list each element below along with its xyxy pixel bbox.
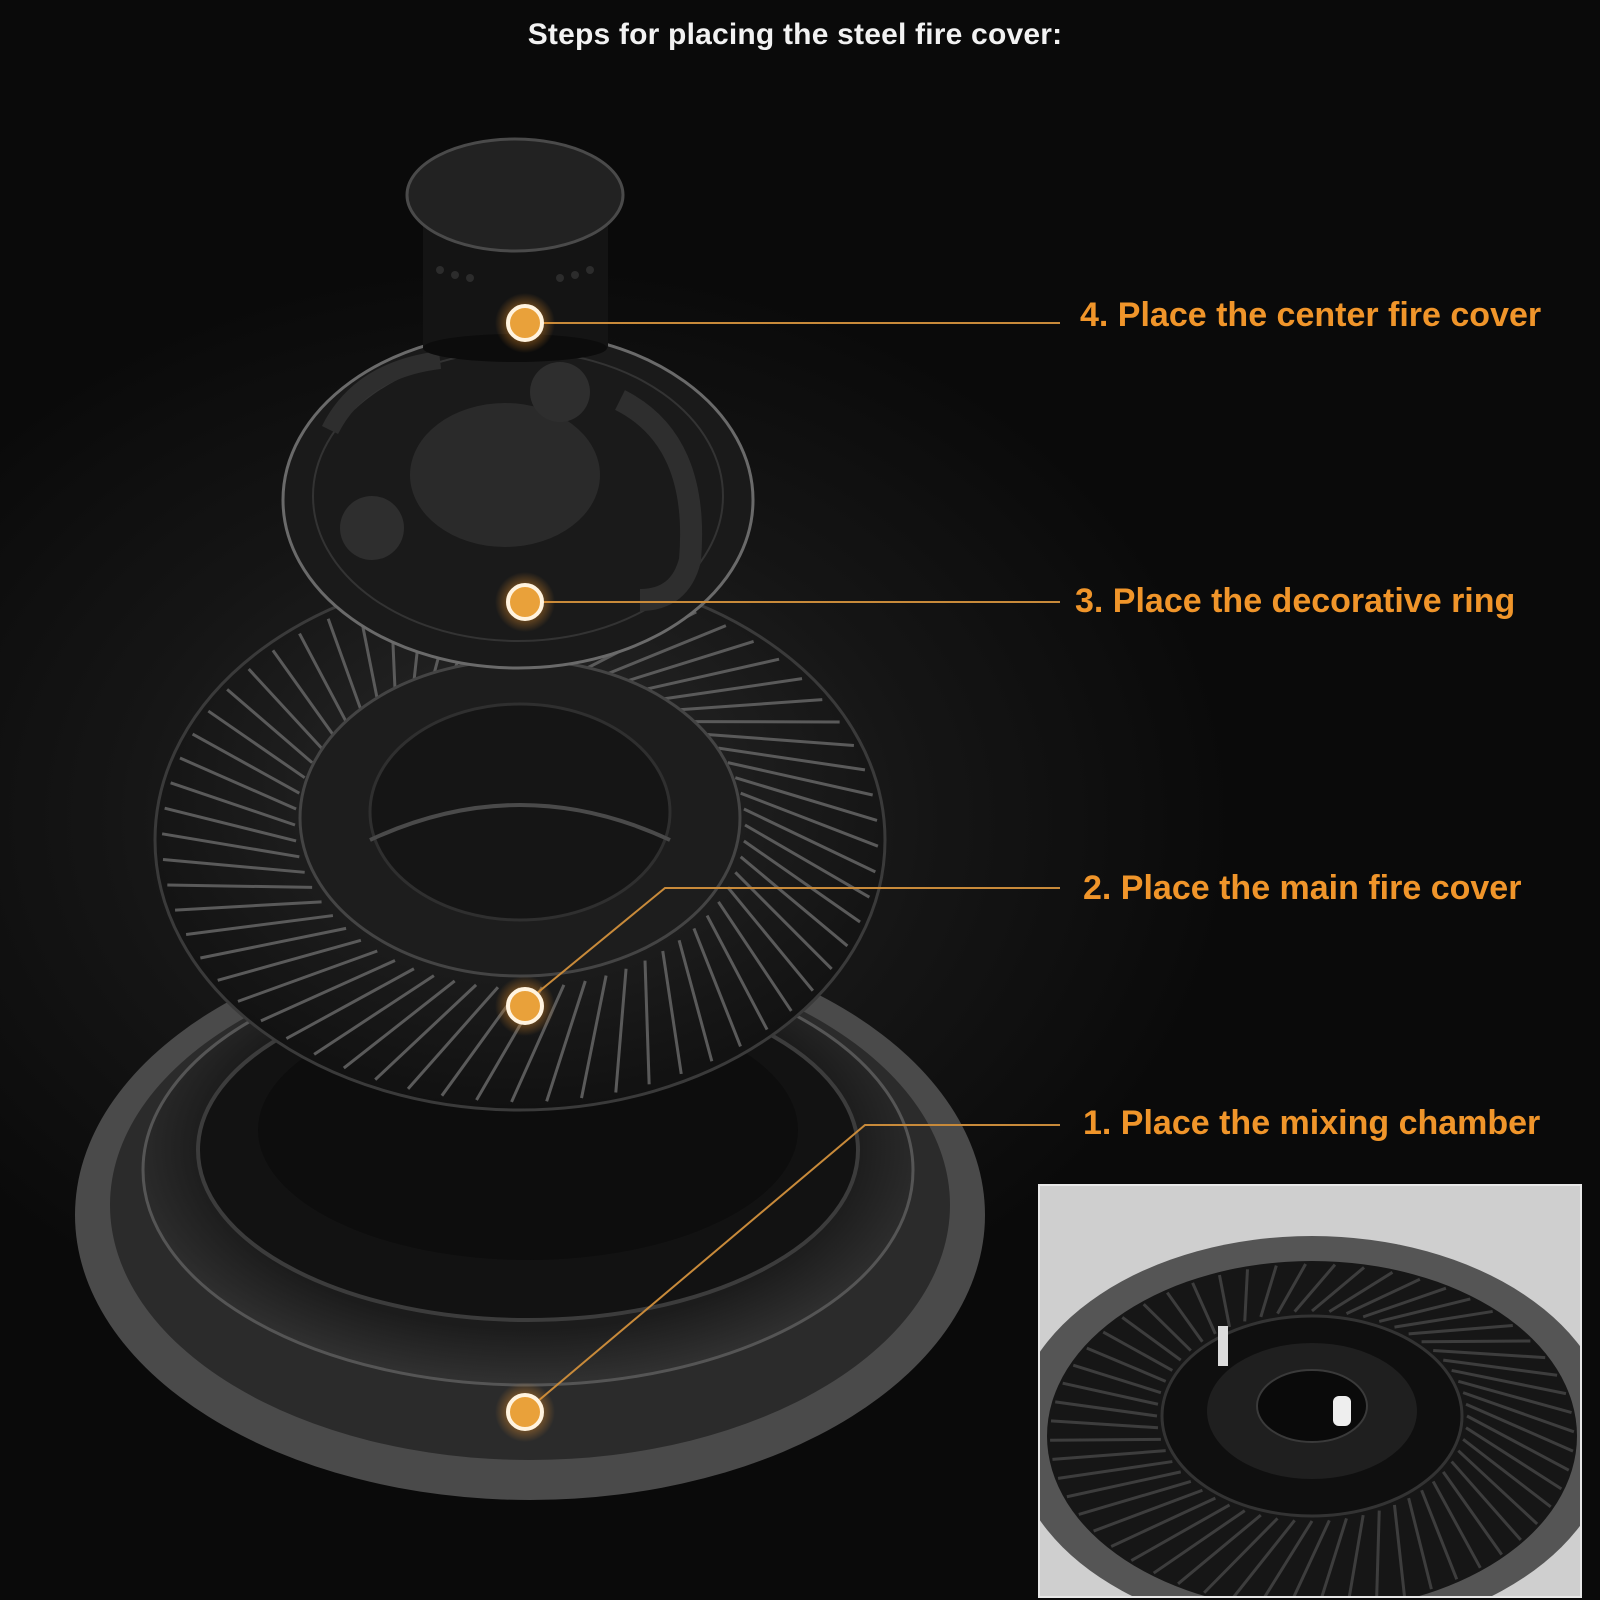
assembled-burner-inset [1038,1184,1582,1598]
assembled-burner-photo [1040,1186,1580,1596]
step-4-marker [495,293,555,353]
main-fire-cover [153,568,887,1112]
leader-line-step-1 [524,1124,1060,1413]
page-title: Steps for placing the steel fire cover: [527,18,1063,51]
leader-line-step-2 [524,887,1060,1004]
step-2-marker [495,976,555,1036]
step-1-marker [495,1382,555,1442]
step-3-label: 3. Place the decorative ring [1075,582,1516,620]
decorative-ring [281,330,755,670]
step-1-label: 1. Place the mixing chamber [1083,1104,1541,1142]
step-4-label: 4. Place the center fire cover [1080,296,1542,334]
step-2-label: 2. Place the main fire cover [1083,869,1522,907]
step-3-marker [495,572,555,632]
leader-lines [524,322,1060,1413]
